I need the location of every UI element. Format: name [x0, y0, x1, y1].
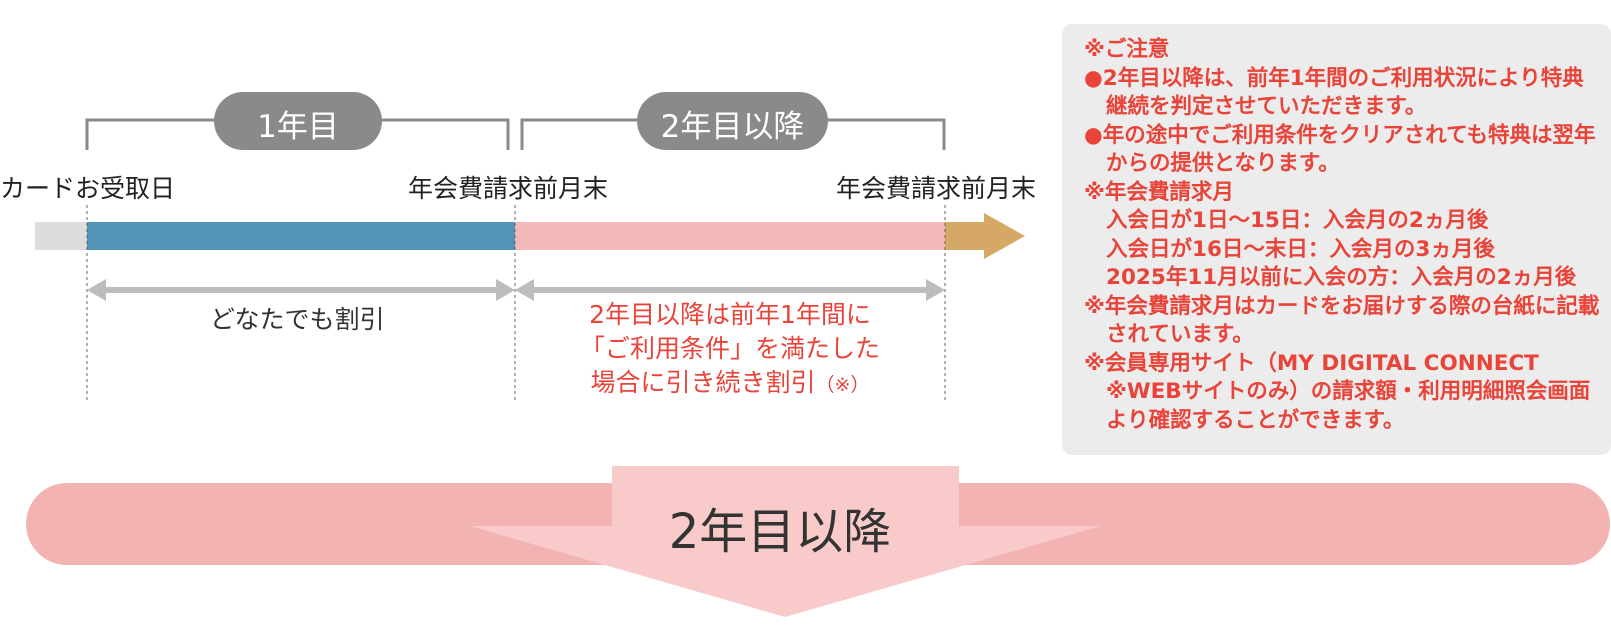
year1-bar	[87, 222, 515, 250]
notice-bullet-2-line-1: ●年の途中でご利用条件をクリアされても特典は翌年	[1084, 122, 1596, 148]
notice-note-4-line-2: ※WEBサイトのみ）の請求額・利用明細照会画面	[1106, 379, 1591, 404]
notice-box: ※ご注意 ●2年目以降は、前年1年間のご利用状況により特典 継続を判定させていた…	[1062, 24, 1611, 455]
year1-pill	[214, 92, 382, 150]
billing-month-end-label-2: 年会費請求前月末	[836, 174, 1037, 203]
notice-note-4-line-3: より確認することができます。	[1106, 407, 1405, 433]
year2-pill	[637, 92, 828, 150]
notice-note-3-line-2: されています。	[1106, 322, 1254, 347]
card-received-label: カードお受取日	[0, 174, 176, 203]
year2-span-arrow	[515, 279, 945, 301]
bottom-down-arrow	[470, 466, 1101, 617]
bottom-year2-label: 2年目以降	[668, 504, 892, 560]
notice-bullet-1-line-2: 継続を判定させていただきます。	[1106, 94, 1427, 119]
notice-billing-1: 入会日が1日～15日：入会月の2ヵ月後	[1106, 208, 1489, 233]
year2-description-line3-text: 場合に引き続き割引	[590, 368, 816, 397]
notice-billing-title: ※年会費請求月	[1084, 179, 1234, 205]
notice-bullet-2-line-2: からの提供となります。	[1106, 151, 1340, 176]
year2-description-line1: 2年目以降は前年1年間に	[589, 300, 871, 329]
year1-label: 1年目	[257, 109, 339, 145]
year2-description-line2: 「ご利用条件」を満たした	[579, 334, 880, 363]
year2-bar	[515, 222, 945, 250]
year1-span-arrow	[87, 279, 515, 301]
billing-month-end-label-1: 年会費請求前月末	[408, 174, 609, 203]
year2-description-line3: 場合に引き続き割引（※）	[560, 366, 900, 402]
year2-description: 2年目以降は前年1年間に 「ご利用条件」を満たした 場合に引き続き割引（※）	[560, 298, 900, 402]
year1-description: どなたでも割引	[210, 305, 385, 334]
notice-bullet-1-line-1: ●2年目以降は、前年1年間のご利用状況により特典	[1084, 65, 1584, 91]
pre-bar	[35, 222, 87, 250]
notice-billing-2: 入会日が16日～末日：入会月の3ヵ月後	[1106, 236, 1495, 262]
notice-billing-3: 2025年11月以前に入会の方：入会月の2ヵ月後	[1106, 265, 1577, 290]
notice-note-4-line-1: ※会員専用サイト（MY DIGITAL CONNECT	[1084, 350, 1539, 376]
notice-title: ※ご注意	[1084, 37, 1170, 62]
year2-description-note: （※）	[815, 374, 870, 396]
year2-label: 2年目以降	[660, 109, 805, 145]
timeline-arrow-head	[945, 213, 1025, 259]
notice-note-3-line-1: ※年会費請求月はカードをお届けする際の台紙に記載	[1084, 293, 1600, 319]
